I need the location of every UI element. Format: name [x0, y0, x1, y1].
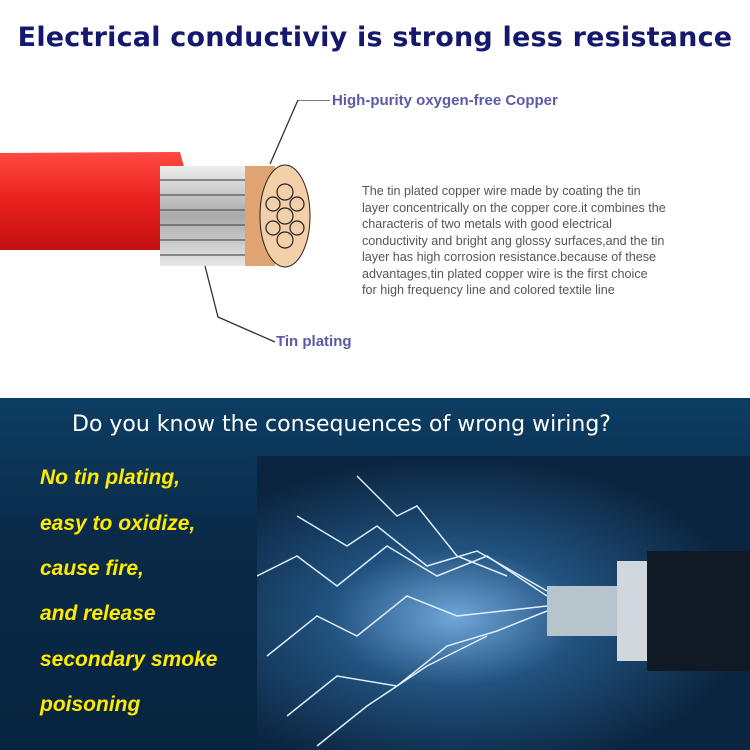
warning-section: Do you know the consequences of wrong wi… — [0, 398, 750, 750]
tin-plating-label: Tin plating — [276, 333, 352, 350]
description-line: characteris of two metals with good elec… — [362, 217, 612, 231]
description-line: The tin plated copper wire made by coati… — [362, 184, 641, 198]
headline: Electrical conductiviy is strong less re… — [17, 22, 733, 53]
question-heading: Do you know the consequences of wrong wi… — [72, 412, 611, 437]
cable-illustration — [0, 100, 330, 343]
warning-line: poisoning — [40, 693, 141, 716]
warning-line: secondary smoke — [40, 648, 218, 671]
warning-line: and release — [40, 602, 156, 625]
description-line: layer concentrically on the copper core.… — [362, 200, 666, 215]
warning-line: cause fire, — [40, 557, 144, 580]
tin-strands — [160, 166, 260, 266]
description-line: advantages,tin plated copper wire is the… — [362, 266, 648, 281]
description-text: The tin plated copper wire made by coati… — [362, 183, 742, 299]
copper-label: High-purity oxygen-free Copper — [332, 92, 558, 109]
lightning-cable-photo — [257, 456, 750, 750]
description-line: for high frequency line and colored text… — [362, 283, 615, 297]
description-line: conductivity and bright ang glossy surfa… — [362, 233, 665, 248]
tin-pointer — [204, 265, 276, 343]
warning-line: No tin plating, — [40, 466, 180, 489]
copper-pointer — [269, 100, 330, 165]
description-line: layer has high corrosion resistance.beca… — [362, 250, 657, 264]
warning-line: easy to oxidize, — [40, 512, 196, 535]
